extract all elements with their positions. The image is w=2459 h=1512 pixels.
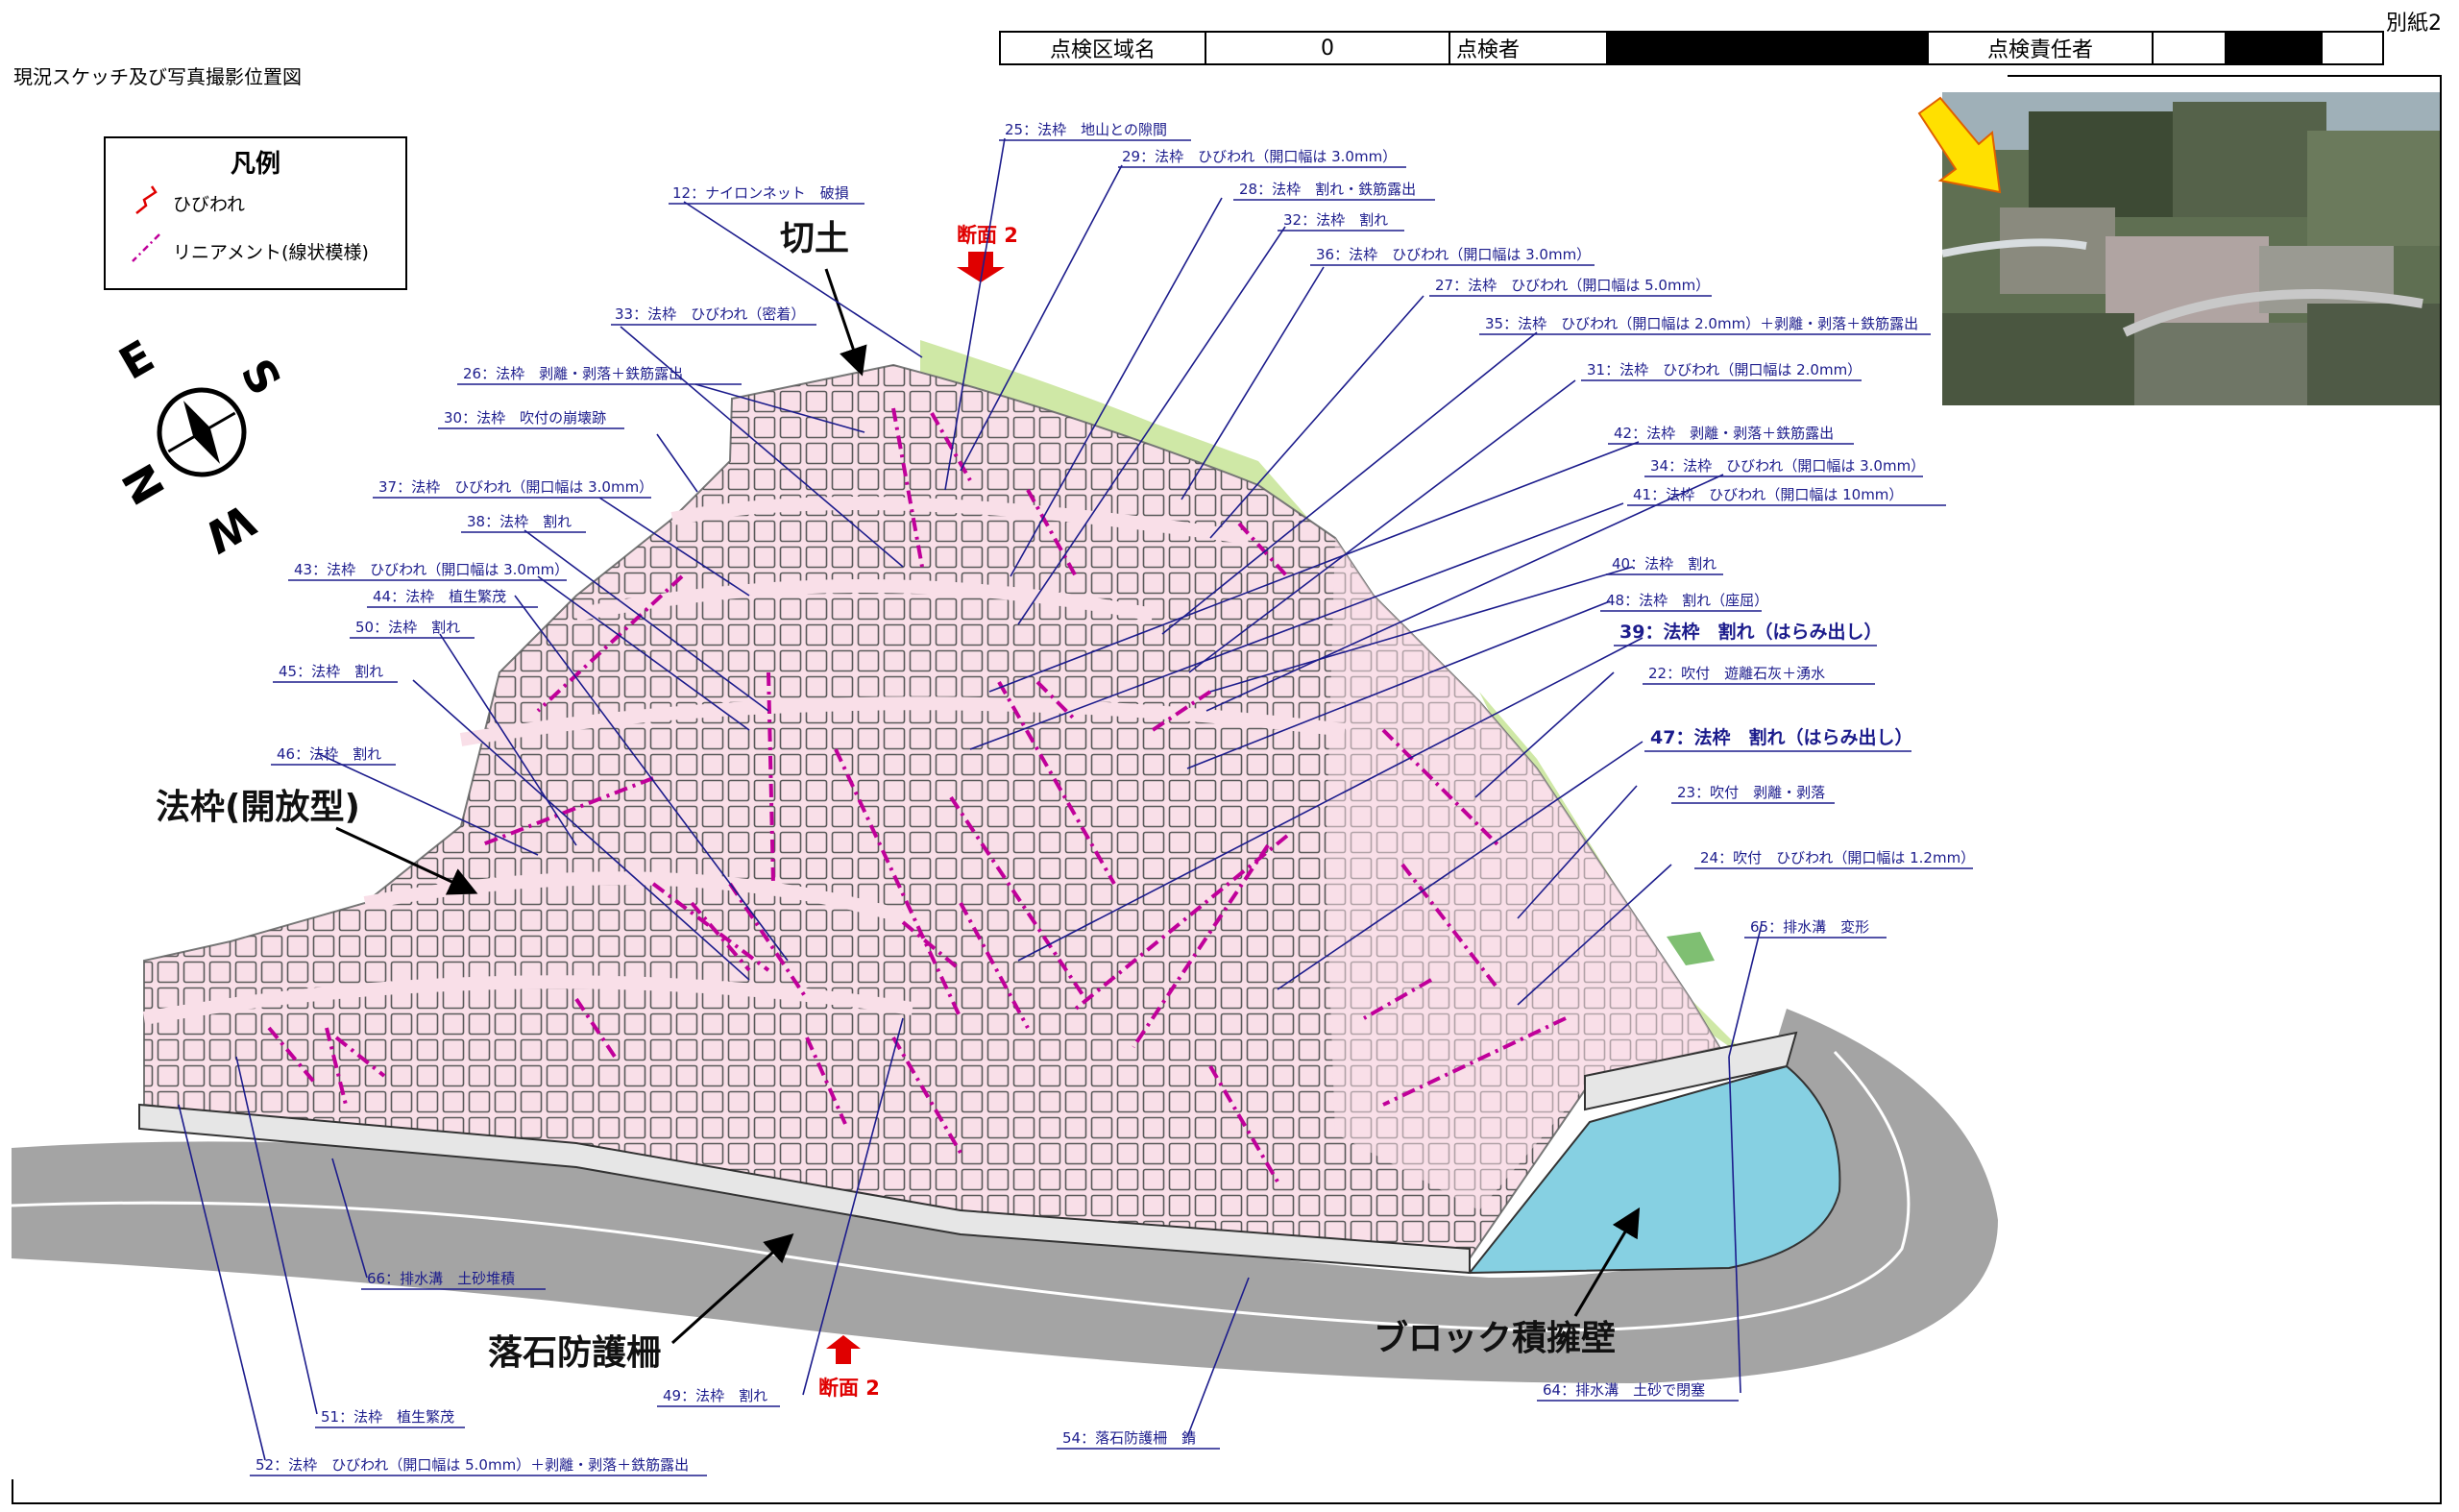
callout-45: 45：法枠 割れ xyxy=(279,663,383,680)
chief-label: 点検責任者 xyxy=(1927,31,2154,65)
rockfall-fence xyxy=(138,1103,1471,1275)
callout-50: 50：法枠 割れ xyxy=(355,619,460,636)
section-mark-bottom: 断面 2 xyxy=(818,1377,880,1400)
road-center-line xyxy=(11,1050,1911,1332)
callout-44: 44：法枠 植生繁茂 xyxy=(373,588,506,605)
compass-east: E xyxy=(110,329,162,389)
callout-25: 25：法枠 地山との隙間 xyxy=(1005,121,1167,138)
legend-item-label: リニアメント(線状模様) xyxy=(173,242,369,263)
photo-direction-arrow-icon xyxy=(1917,96,2002,194)
compass-west: W xyxy=(196,494,264,563)
section-arrow-down-icon xyxy=(957,252,1005,282)
callout-64: 64：排水溝 土砂で閉塞 xyxy=(1543,1381,1705,1399)
inspector-value-redacted xyxy=(1606,31,1929,65)
callout-66: 66：排水溝 土砂堆積 xyxy=(367,1270,515,1287)
label-arrow xyxy=(824,268,867,377)
lineament-lines xyxy=(267,407,1567,1183)
callout-23: 23：吹付 剥離・剥落 xyxy=(1677,784,1825,801)
callout-42: 42：法枠 剥離・剥落＋鉄筋露出 xyxy=(1614,425,1834,442)
callout-32: 32：法枠 割れ xyxy=(1283,211,1388,229)
compass-south: S xyxy=(231,351,291,404)
inspection-header-table: 点検区域名 0 点検者 点検責任者 xyxy=(999,31,2384,65)
legend-item-label: ひびわれ xyxy=(173,194,246,215)
callout-38: 38：法枠 割れ xyxy=(467,513,572,530)
rockfall-fence-right xyxy=(1584,1031,1798,1111)
area-label: 点検区域名 xyxy=(999,31,1206,65)
callout-47: 47：法枠 割れ（はらみ出し） xyxy=(1650,726,1912,748)
shotcrete-area xyxy=(1326,538,1719,1210)
frame-line xyxy=(12,1479,13,1504)
callout-22: 22：吹付 遊離石灰＋湧水 xyxy=(1648,665,1825,682)
slope-grid xyxy=(144,365,1719,1258)
callout-40: 40：法枠 割れ xyxy=(1612,555,1716,573)
header-empty-cell xyxy=(2321,31,2384,65)
callout-underlines xyxy=(250,139,1973,1476)
callout-37: 37：法枠 ひびわれ（開口幅は 3.0mm） xyxy=(378,478,653,496)
site-photo-image xyxy=(1942,92,2440,405)
site-photo xyxy=(1942,92,2440,405)
callout-26: 26：法枠 剥離・剥落＋鉄筋露出 xyxy=(463,365,683,382)
callout-39: 39：法枠 割れ（はらみ出し） xyxy=(1619,621,1882,643)
callout-51: 51：法枠 植生繁茂 xyxy=(321,1408,454,1426)
callout-30: 30：法枠 吹付の崩壊跡 xyxy=(444,409,606,427)
section-arrow-up-icon xyxy=(826,1335,861,1364)
callout-41: 41：法枠 ひびわれ（開口幅は 10mm） xyxy=(1633,486,1903,503)
area-value: 0 xyxy=(1205,31,1450,65)
frame-line xyxy=(2440,77,2442,1504)
callout-24: 24：吹付 ひびわれ（開口幅は 1.2mm） xyxy=(1700,849,1975,866)
callout-12: 12：ナイロンネット 破損 xyxy=(672,184,849,202)
label-arrow xyxy=(1573,1207,1641,1317)
lineament-icon xyxy=(132,233,160,262)
label-arrow xyxy=(335,826,478,895)
callout-36: 36：法枠 ひびわれ（開口幅は 3.0mm） xyxy=(1316,246,1591,263)
compass-icon xyxy=(157,387,247,477)
page-title: 現況スケッチ及び写真撮影位置図 xyxy=(13,65,302,88)
legend-title: 凡例 xyxy=(230,150,280,179)
label-rockfall-fence: 落石防護柵 xyxy=(488,1333,661,1373)
callout-52: 52：法枠 ひびわれ（開口幅は 5.0mm）＋剥離・剥落＋鉄筋露出 xyxy=(256,1456,689,1474)
chief-value-redacted xyxy=(2225,31,2323,65)
callout-54: 54：落石防護柵 錆 xyxy=(1062,1429,1196,1447)
sheet-label: 別紙2 xyxy=(2386,12,2442,36)
label-block-wall: ブロック積擁壁 xyxy=(1374,1318,1616,1358)
callout-46: 46：法枠 割れ xyxy=(277,745,381,763)
callout-48: 48：法枠 割れ（座屈） xyxy=(1606,592,1768,609)
callout-35: 35：法枠 ひびわれ（開口幅は 2.0mm）＋剥離・剥落＋鉄筋露出 xyxy=(1485,315,1918,332)
legend: 凡例 ひびわれ リニアメント(線状模様) xyxy=(104,136,407,290)
callout-28: 28：法枠 割れ・鉄筋露出 xyxy=(1239,181,1416,198)
inspector-label: 点検者 xyxy=(1449,31,1608,65)
crack-icon xyxy=(135,185,158,214)
berm xyxy=(670,497,1251,545)
callout-27: 27：法枠 ひびわれ（開口幅は 5.0mm） xyxy=(1435,277,1710,294)
frame-line xyxy=(12,1502,2442,1504)
callout-29: 29：法枠 ひびわれ（開口幅は 3.0mm） xyxy=(1122,148,1397,165)
callout-65: 65：排水溝 変形 xyxy=(1750,918,1869,936)
chief-spacer xyxy=(2152,31,2227,65)
block-wall xyxy=(1467,1064,1841,1275)
label-cut-earth: 切土 xyxy=(780,219,849,258)
callout-34: 34：法枠 ひびわれ（開口幅は 3.0mm） xyxy=(1650,457,1925,475)
vegetation-patch xyxy=(1667,932,1715,965)
callout-31: 31：法枠 ひびわれ（開口幅は 2.0mm） xyxy=(1587,361,1862,378)
callout-leaders xyxy=(178,137,1763,1461)
compass-north: N xyxy=(112,455,176,513)
label-arrow xyxy=(670,1232,794,1345)
callout-49: 49：法枠 割れ xyxy=(663,1387,767,1404)
label-slope-frame: 法枠(開放型) xyxy=(156,788,360,827)
callout-33: 33：法枠 ひびわれ（密着） xyxy=(615,305,805,323)
callout-43: 43：法枠 ひびわれ（開口幅は 3.0mm） xyxy=(294,561,569,578)
berm xyxy=(459,696,1346,746)
frame-line xyxy=(2008,75,2442,77)
